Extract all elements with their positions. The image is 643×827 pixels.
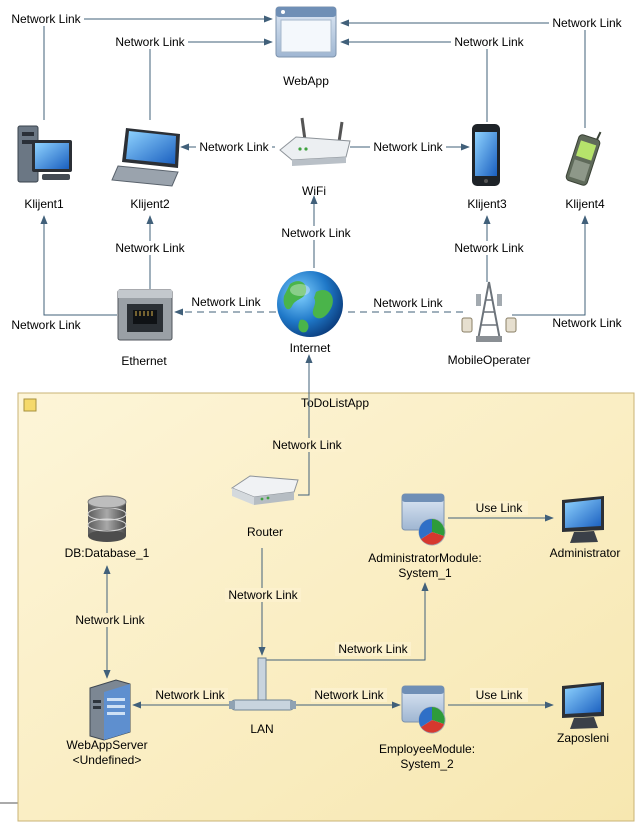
lan-connector-icon (229, 657, 296, 711)
edge-label: Network Link (552, 16, 622, 30)
edge-label: Network Link (373, 140, 443, 154)
node-label-line2: System_1 (398, 566, 452, 580)
node-label: Administrator (550, 546, 621, 560)
edge-label: Network Link (199, 140, 269, 154)
edge-label: Network Link (115, 241, 185, 255)
node-label: Internet (290, 341, 331, 355)
node-label: WiFi (302, 184, 326, 198)
package-icon (23, 398, 37, 412)
wifi-router-icon (279, 117, 351, 166)
database-icon (87, 495, 127, 542)
router-icon (230, 475, 299, 505)
edge-label: Use Link (476, 688, 524, 702)
link-ethernet-klijent1 (40, 215, 117, 316)
node-internet[interactable]: Internet (277, 271, 343, 355)
monitor-icon (562, 496, 604, 543)
node-administrator[interactable]: Administrator (550, 496, 621, 560)
node-webappserver[interactable]: WebAppServer <Undefined> (66, 679, 148, 767)
node-employee-module[interactable]: EmployeeModule: System_2 (379, 685, 475, 771)
node-database[interactable]: DB:Database_1 (65, 495, 150, 560)
server-icon (89, 679, 131, 741)
edge-label: Network Link (75, 613, 145, 627)
edge-label: Network Link (11, 318, 81, 332)
laptop-icon (111, 128, 180, 187)
link-klijent3-webapp (340, 38, 488, 122)
node-klijent3[interactable]: Klijent3 (467, 124, 507, 211)
edge-label: Network Link (338, 642, 408, 656)
edge-label: Network Link (281, 226, 351, 240)
link-mobile-klijent4 (512, 215, 589, 316)
edge-label: Network Link (228, 588, 298, 602)
application-window-icon (401, 685, 446, 734)
edge-label: Network Link (191, 295, 261, 309)
application-window-icon (401, 493, 446, 546)
smartphone-icon (472, 124, 500, 186)
package-frame (17, 392, 635, 822)
node-label: MobileOperater (448, 353, 531, 367)
edge-label: Network Link (272, 438, 342, 452)
desktop-computer-icon (17, 125, 72, 183)
node-webapp[interactable]: WebApp (275, 6, 337, 88)
node-label: Ethernet (121, 354, 167, 368)
edge-label: Network Link (454, 35, 524, 49)
globe-icon (277, 271, 343, 337)
link-router-internet (298, 354, 313, 496)
edge-label: Use Link (476, 501, 524, 515)
node-lan[interactable]: LAN (229, 657, 296, 736)
node-label: Zaposleni (557, 731, 609, 745)
node-klijent2[interactable]: Klijent2 (111, 128, 180, 211)
node-label: LAN (250, 722, 273, 736)
node-label-line1: WebAppServer (66, 738, 147, 752)
node-label-line1: AdministratorModule: (368, 551, 481, 565)
link-klijent2-webapp (149, 38, 273, 120)
node-ethernet[interactable]: Ethernet (117, 289, 173, 368)
monitor-icon (562, 682, 604, 729)
edge-label: Network Link (115, 35, 185, 49)
edge-label: Network Link (454, 241, 524, 255)
node-label-line1: EmployeeModule: (379, 742, 475, 756)
node-klijent4[interactable]: Klijent4 (565, 126, 605, 211)
node-label: Klijent4 (565, 197, 605, 211)
node-klijent1[interactable]: Klijent1 (17, 125, 72, 211)
node-label: DB:Database_1 (65, 546, 150, 560)
ethernet-port-icon (117, 289, 173, 341)
node-label-line2: System_2 (400, 757, 454, 771)
node-router[interactable]: Router (230, 475, 299, 539)
node-mobile-operater[interactable]: MobileOperater (448, 281, 531, 367)
browser-window-icon (275, 6, 337, 58)
mobile-phone-icon (565, 131, 602, 186)
edge-label: Network Link (552, 316, 622, 330)
edge-label: Network Link (11, 12, 81, 26)
edge-label: Network Link (373, 296, 443, 310)
node-label: Router (247, 525, 283, 539)
node-label: Klijent1 (24, 197, 64, 211)
package-title: ToDoListApp (301, 396, 369, 410)
node-label: WebApp (283, 74, 329, 88)
package-todolistapp[interactable]: ToDoListApp (17, 392, 635, 822)
node-wifi[interactable]: WiFi (279, 117, 351, 198)
node-label: Klijent2 (130, 197, 170, 211)
node-label: Klijent3 (467, 197, 507, 211)
edge-labels: Network Link Network Link Network Link N… (8, 12, 625, 702)
node-administrator-module[interactable]: AdministratorModule: System_1 (368, 493, 482, 580)
cell-tower-icon (461, 281, 517, 342)
edge-label: Network Link (314, 688, 384, 702)
edge-label: Network Link (155, 688, 225, 702)
link-lan-adminmodule (262, 582, 429, 661)
node-label-line2: <Undefined> (73, 753, 142, 767)
node-zaposleni[interactable]: Zaposleni (557, 682, 609, 745)
